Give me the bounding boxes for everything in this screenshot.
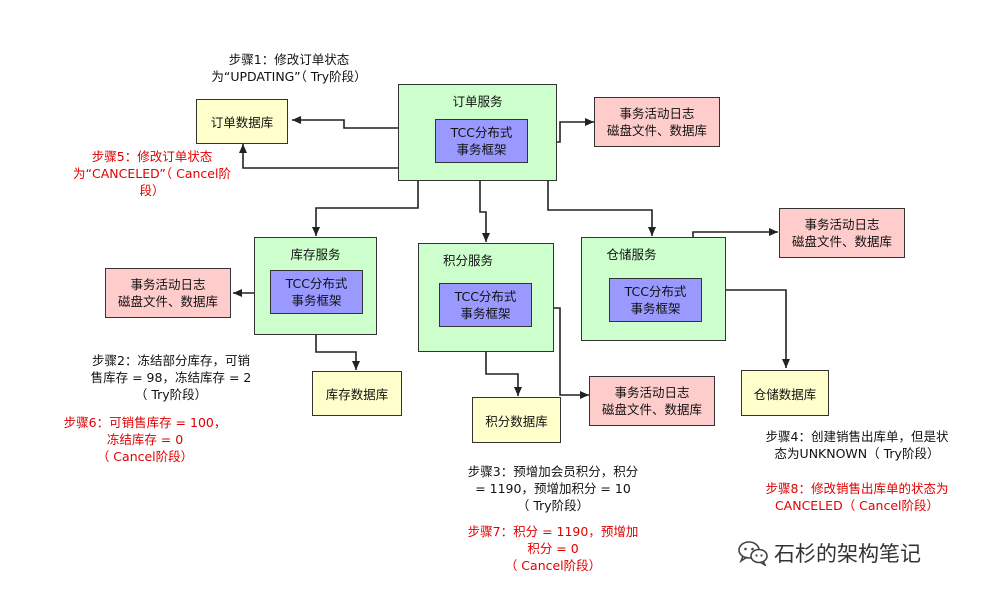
points-database: 积分数据库 — [472, 397, 561, 443]
arrow-warehouse-to-db — [726, 289, 790, 368]
watermark: 石杉的架构笔记 — [738, 538, 921, 568]
points-transaction-log: 事务活动日志 磁盘文件、数据库 — [589, 376, 715, 426]
tcc-line1: TCC分布式 — [624, 284, 687, 299]
inventory-database-label: 库存数据库 — [325, 387, 389, 402]
step6-note: 步骤6：可销售库存 = 100， 冻结库存 = 0 （ Cancel阶段） — [63, 415, 227, 464]
tcc-line2: 事务框架 — [291, 293, 342, 308]
inventory-database: 库存数据库 — [312, 371, 402, 416]
points-tcc-framework: TCC分布式 事务框架 — [439, 283, 532, 327]
warehouse-transaction-log: 事务活动日志 磁盘文件、数据库 — [779, 208, 905, 258]
log-line1: 事务活动日志 — [804, 217, 880, 232]
log-line2: 磁盘文件、数据库 — [791, 234, 892, 249]
arrow-order-to-warehouse — [547, 180, 656, 236]
step4-note: 步骤4：创建销售出库单，但是状 态为UNKNOWN（ Try阶段） — [765, 429, 949, 461]
arrow-order-to-inventory — [312, 180, 419, 236]
points-database-label: 积分数据库 — [485, 413, 548, 429]
warehouse-database-label: 仓储数据库 — [753, 386, 817, 402]
tcc-line1: TCC分布式 — [450, 125, 513, 140]
order-database: 订单数据库 — [196, 99, 288, 144]
step8-note: 步骤8：修改销售出库单的状态为 CANCELED（ Cancel阶段） — [765, 481, 949, 513]
step5-note: 步骤5：修改订单状态 为“CANCELED”（ Cancel阶 段） — [73, 149, 231, 198]
arrow-order-to-points — [479, 180, 490, 242]
step7-note: 步骤7：积分 = 1190，预增加 积分 = 0 （ Cancel阶段） — [467, 524, 639, 573]
tcc-line2: 事务框架 — [456, 142, 507, 157]
arrow-order-to-orderdb — [292, 116, 398, 129]
log-line1: 事务活动日志 — [614, 385, 690, 400]
tcc-line2: 事务框架 — [460, 306, 511, 321]
log-line2: 磁盘文件、数据库 — [117, 294, 218, 309]
order-transaction-log: 事务活动日志 磁盘文件、数据库 — [594, 97, 720, 147]
wechat-icon — [738, 541, 768, 566]
step1-note: 步骤1：修改订单状态 为“UPDATING”（ Try阶段） — [211, 52, 367, 84]
warehouse-service-label: 仓储服务 — [606, 247, 657, 262]
watermark-text: 石杉的架构笔记 — [774, 542, 921, 566]
inventory-service-label: 库存服务 — [290, 247, 341, 262]
tcc-line2: 事务框架 — [630, 301, 681, 316]
arrow-tcc-to-orderdb-cancel — [239, 144, 435, 169]
step3-note: 步骤3：预增加会员积分，积分 = 1190，预增加积分 = 10 （ Try阶段… — [467, 464, 639, 513]
order-tcc-framework: TCC分布式 事务框架 — [435, 119, 528, 163]
log-line1: 事务活动日志 — [130, 277, 206, 292]
log-line1: 事务活动日志 — [619, 106, 695, 121]
arrow-inventory-to-db — [315, 335, 360, 370]
points-service-label: 积分服务 — [442, 253, 493, 268]
order-database-label: 订单数据库 — [210, 115, 274, 130]
warehouse-database: 仓储数据库 — [741, 370, 829, 416]
log-line2: 磁盘文件、数据库 — [606, 123, 707, 138]
tcc-line1: TCC分布式 — [454, 289, 517, 304]
inventory-transaction-log: 事务活动日志 磁盘文件、数据库 — [105, 268, 231, 318]
log-line2: 磁盘文件、数据库 — [601, 402, 702, 417]
order-service-label: 订单服务 — [452, 94, 503, 109]
step2-note: 步骤2：冻结部分库存，可销 售库存 = 98，冻结库存 = 2 （ Try阶段） — [90, 353, 252, 402]
tcc-line1: TCC分布式 — [285, 276, 348, 291]
inventory-tcc-framework: TCC分布式 事务框架 — [270, 270, 363, 314]
arrow-points-to-db — [485, 352, 522, 396]
warehouse-tcc-framework: TCC分布式 事务框架 — [609, 278, 702, 322]
